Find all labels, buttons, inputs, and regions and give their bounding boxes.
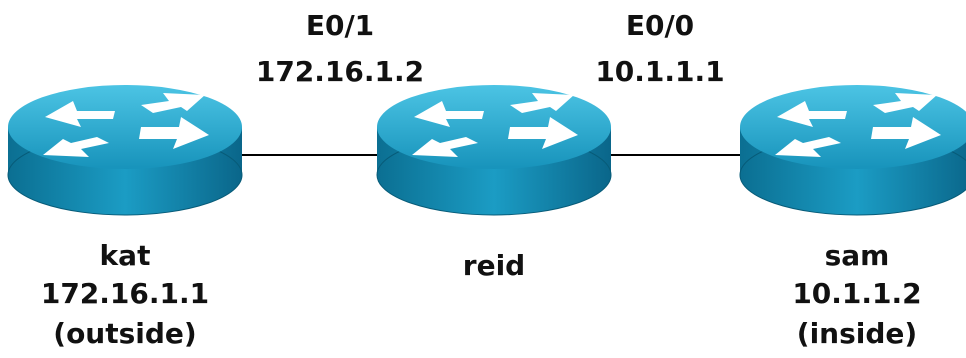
router-kat-name: kat — [99, 239, 151, 272]
router-sam-role: (inside) — [796, 317, 918, 350]
router-icon-reid — [376, 84, 612, 216]
router-icon-sam — [739, 84, 966, 216]
router-sam-ip: 10.1.1.2 — [792, 277, 922, 310]
router-reid-name: reid — [462, 249, 526, 282]
router-kat-ip: 172.16.1.1 — [40, 277, 210, 310]
router-icon-kat — [7, 84, 243, 216]
interface-e0-0-name: E0/0 — [625, 9, 695, 42]
interface-e0-1-name: E0/1 — [305, 9, 375, 42]
interface-e0-0-ip: 10.1.1.1 — [595, 55, 725, 88]
router-kat-role: (outside) — [53, 317, 197, 350]
router-sam-name: sam — [824, 239, 890, 272]
interface-e0-1-ip: 172.16.1.2 — [255, 55, 425, 88]
